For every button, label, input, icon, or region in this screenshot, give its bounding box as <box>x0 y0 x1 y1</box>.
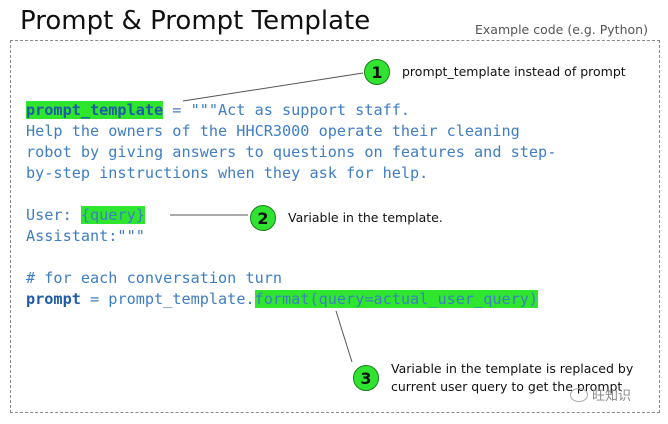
watermark-text: 旺知识 <box>592 389 632 404</box>
number-badge-3: 3 <box>353 365 379 391</box>
callout-3-line-2: current user query to get the prompt <box>391 379 623 394</box>
code-line-4: by-step instructions when they ask for h… <box>26 164 429 182</box>
code-line-8: prompt = prompt_template.format(query=ac… <box>26 289 539 310</box>
code-text: = """Act as support staff. <box>163 101 411 119</box>
number-badge-1: 1 <box>364 59 390 85</box>
connector-line-1 <box>182 72 364 102</box>
code-line-6: Assistant:""" <box>26 227 145 245</box>
code-text: = prompt_template. <box>80 290 255 308</box>
code-text: User: <box>26 206 81 224</box>
code-line-1: prompt_template = """Act as support staf… <box>26 100 410 121</box>
wechat-icon <box>570 387 588 402</box>
watermark: 旺知识 <box>570 385 631 404</box>
callout-2: 2 Variable in the template. <box>250 205 443 231</box>
callout-1-text: prompt_template instead of prompt <box>402 64 626 79</box>
number-badge-2: 2 <box>250 205 276 231</box>
code-line-3: robot by giving answers to questions on … <box>26 143 557 161</box>
code-line-2: Help the owners of the HHCR3000 operate … <box>26 122 520 140</box>
callout-1: 1 prompt_template instead of prompt <box>364 59 626 85</box>
example-note: Example code (e.g. Python) <box>475 22 648 37</box>
code-line-7: # for each conversation turn <box>26 269 283 287</box>
page-title: Prompt & Prompt Template <box>20 6 371 36</box>
format-call: format(query=actual_user_query) <box>254 290 539 308</box>
callout-3-text: Variable in the template is replaced by … <box>391 360 633 396</box>
callout-2-text: Variable in the template. <box>288 210 443 225</box>
callout-3-line-1: Variable in the template is replaced by <box>391 361 634 376</box>
prompt-template-var: prompt_template <box>26 101 164 119</box>
callout-3: 3 Variable in the template is replaced b… <box>353 360 633 396</box>
connector-line-3 <box>335 310 353 363</box>
code-line-5: User: {query} <box>26 205 145 226</box>
code-frame <box>10 40 660 413</box>
query-var: {query} <box>80 206 145 224</box>
prompt-keyword: prompt <box>26 290 81 308</box>
